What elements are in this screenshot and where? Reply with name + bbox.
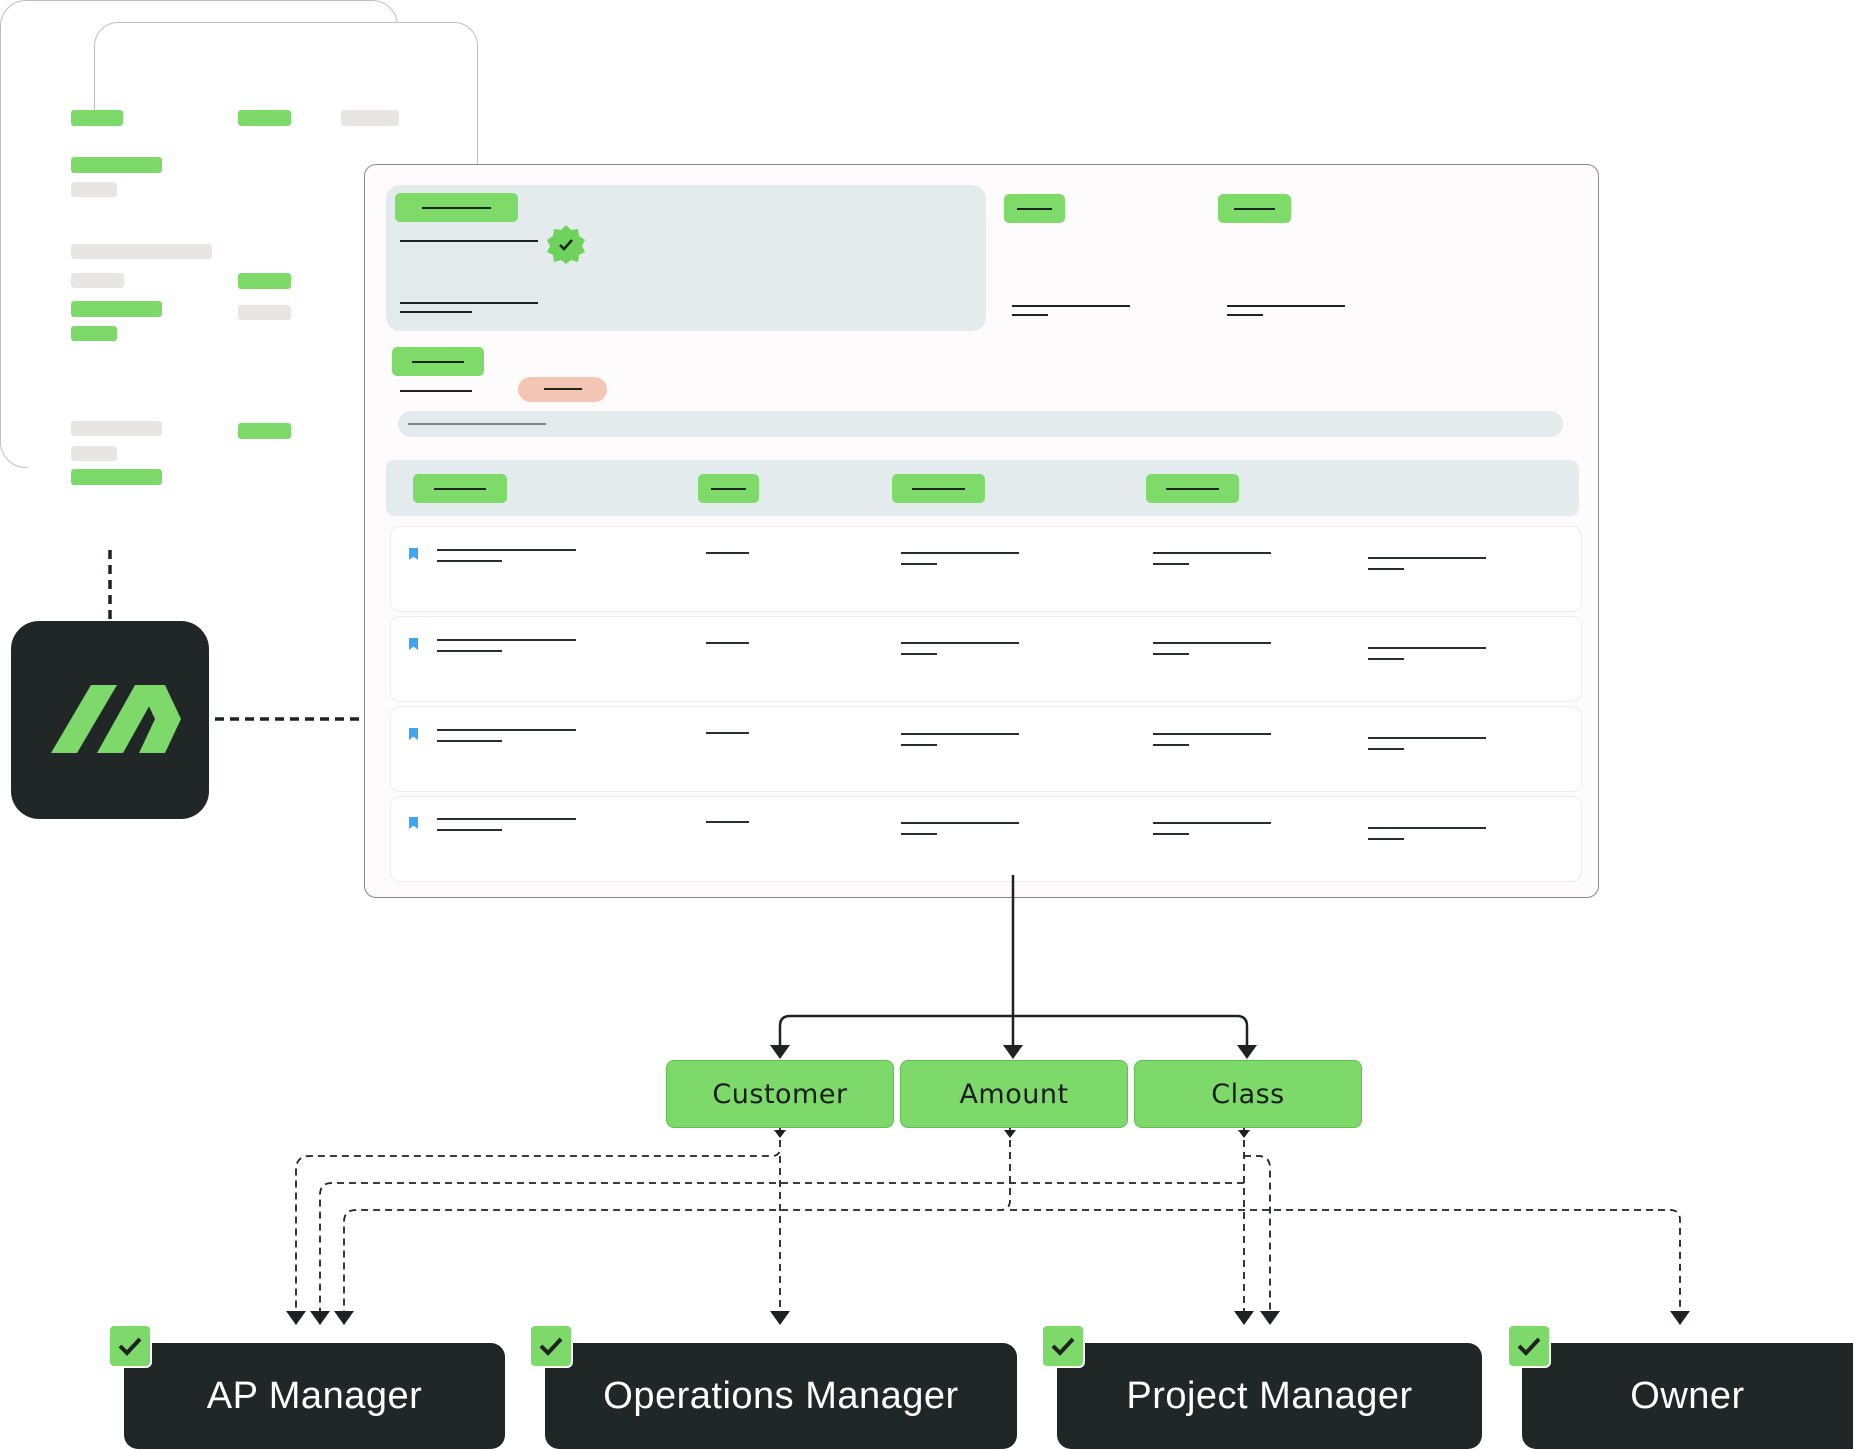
field-class: Class xyxy=(1134,1060,1362,1128)
role-project-manager: Project Manager xyxy=(1057,1343,1482,1449)
field-customer: Customer xyxy=(666,1060,894,1128)
bookmark-icon xyxy=(409,817,418,829)
column-header-3 xyxy=(892,474,985,503)
checkmark-icon xyxy=(1507,1324,1551,1368)
bookmark-icon xyxy=(409,548,418,560)
role-operations-manager: Operations Manager xyxy=(545,1343,1017,1449)
checkmark-icon xyxy=(108,1324,152,1368)
role-owner: Owner xyxy=(1522,1343,1853,1449)
bookmark-icon xyxy=(409,638,418,650)
bookmark-icon xyxy=(409,728,418,740)
verified-badge-icon xyxy=(547,225,585,264)
description-field xyxy=(398,411,1563,437)
column-header-4 xyxy=(1146,474,1239,503)
m-logo-icon xyxy=(51,685,181,753)
field-amount: Amount xyxy=(900,1060,1128,1128)
header-meta-tag-2 xyxy=(1218,194,1291,223)
header-title-tag xyxy=(395,193,518,222)
header-meta-tag-1 xyxy=(1004,194,1065,223)
m-logo-tile xyxy=(11,621,209,819)
checkmark-icon xyxy=(1041,1324,1085,1368)
status-section-tag xyxy=(392,347,484,376)
status-pill xyxy=(518,377,607,402)
column-header-1 xyxy=(413,474,507,503)
role-ap-manager: AP Manager xyxy=(124,1343,505,1449)
checkmark-icon xyxy=(529,1324,573,1368)
column-header-2 xyxy=(698,474,759,503)
